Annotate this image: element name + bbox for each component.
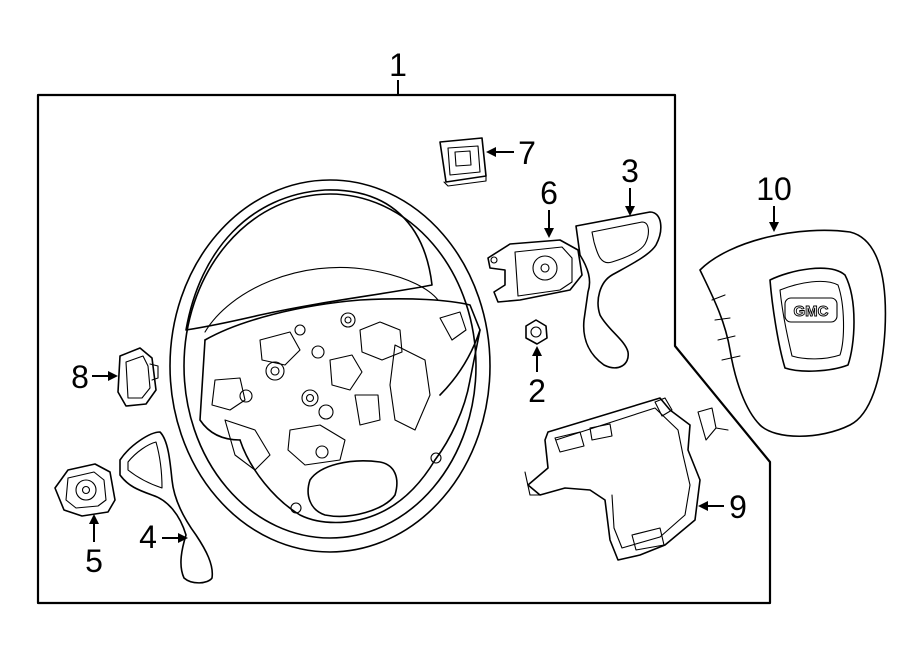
wiring-harness[interactable] bbox=[524, 397, 729, 561]
leader-6 bbox=[544, 210, 554, 238]
retaining-nut[interactable] bbox=[525, 319, 548, 345]
leader-3 bbox=[625, 188, 635, 216]
callout-7: 7 bbox=[518, 135, 536, 171]
left-switch-assembly[interactable] bbox=[54, 463, 116, 517]
right-bezel[interactable] bbox=[575, 211, 662, 369]
left-switch-module[interactable] bbox=[117, 347, 159, 407]
leader-10 bbox=[769, 206, 779, 232]
airbag-logo: GMC bbox=[794, 303, 829, 320]
assembly-box bbox=[36, 93, 772, 605]
right-switch-assembly[interactable] bbox=[487, 239, 583, 303]
leader-9 bbox=[698, 501, 724, 511]
callout-8: 8 bbox=[71, 359, 89, 395]
switch-module-top[interactable] bbox=[439, 137, 487, 187]
steering-wheel[interactable] bbox=[169, 179, 491, 553]
leader-2 bbox=[532, 346, 542, 372]
callout-1: 1 bbox=[389, 47, 407, 83]
airbag-module[interactable]: GMC bbox=[699, 229, 887, 438]
callout-5: 5 bbox=[85, 543, 103, 579]
callout-2: 2 bbox=[528, 373, 546, 409]
callout-10: 10 bbox=[756, 171, 792, 207]
leader-8 bbox=[92, 371, 118, 381]
left-bezel[interactable] bbox=[119, 431, 214, 584]
leader-5 bbox=[89, 514, 99, 542]
leader-4 bbox=[162, 533, 188, 543]
callout-4: 4 bbox=[139, 519, 157, 555]
leader-7 bbox=[486, 147, 514, 157]
callout-6: 6 bbox=[540, 175, 558, 211]
callout-9: 9 bbox=[729, 489, 747, 525]
callout-3: 3 bbox=[621, 153, 639, 189]
